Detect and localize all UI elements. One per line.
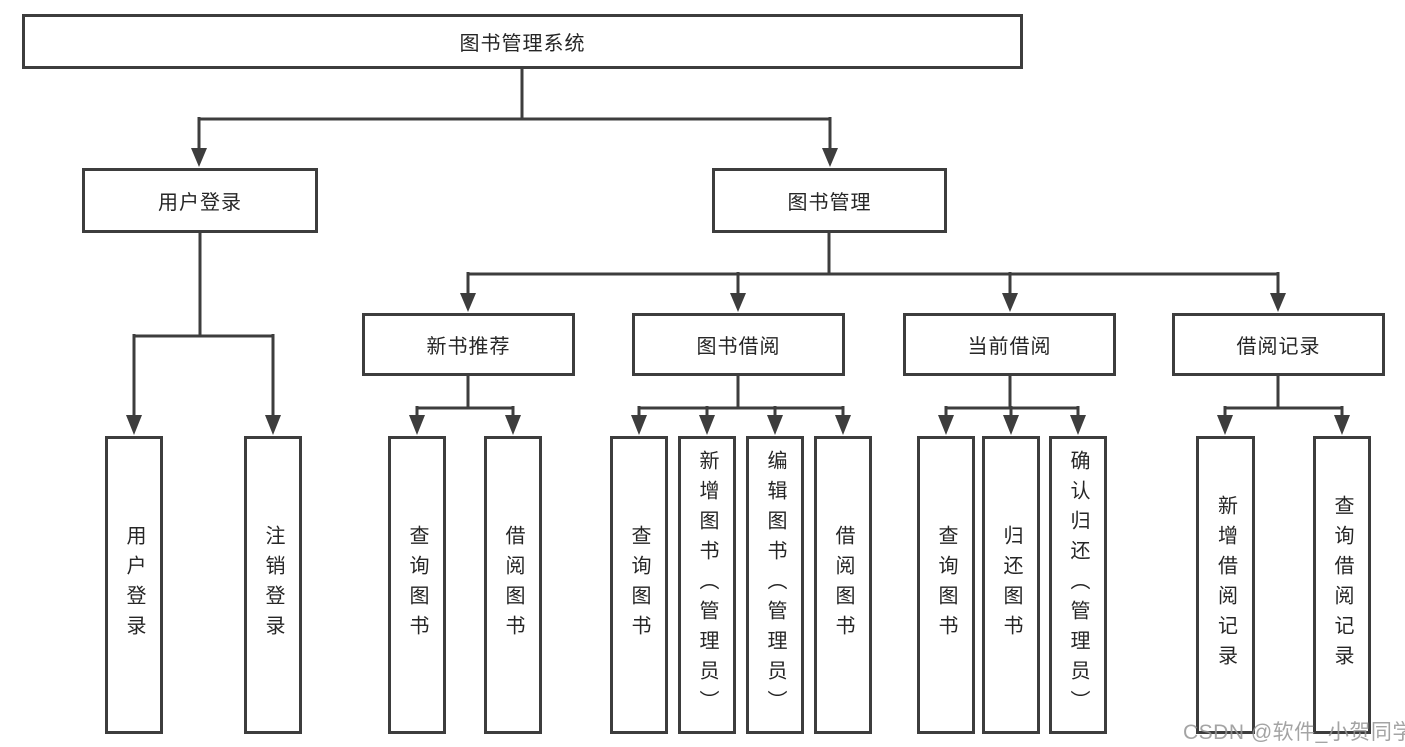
node-user-login-label: 用户登录 (158, 192, 242, 214)
node-leaf-logout-label: 注销登录 (262, 525, 284, 645)
node-leaf-query-books-recommend: 查询图书 (388, 436, 446, 734)
node-leaf-edit-book-admin-label: 编辑图书（管理员） (764, 450, 786, 720)
node-leaf-user-login-label: 用户登录 (123, 525, 145, 645)
node-leaf-query-books-recommend-label: 查询图书 (406, 525, 428, 645)
node-leaf-add-borrow-record-label: 新增借阅记录 (1214, 495, 1237, 675)
node-new-book-recommend: 新书推荐 (362, 313, 575, 376)
node-current-borrowing-label: 当前借阅 (967, 336, 1052, 358)
connector-lines (132, 68, 1344, 418)
node-book-management: 图书管理 (712, 168, 947, 233)
node-leaf-add-book-admin-label: 新增图书（管理员） (696, 450, 718, 720)
node-library-system-label: 图书管理系统 (459, 33, 586, 55)
node-leaf-add-borrow-record: 新增借阅记录 (1196, 436, 1255, 734)
node-borrowing-records: 借阅记录 (1172, 313, 1385, 376)
node-book-management-label: 图书管理 (787, 192, 872, 214)
node-user-login: 用户登录 (82, 168, 318, 233)
node-leaf-borrow-books-borrowing-label: 借阅图书 (832, 525, 854, 645)
node-library-system: 图书管理系统 (22, 14, 1023, 69)
node-leaf-edit-book-admin: 编辑图书（管理员） (746, 436, 804, 734)
node-new-book-recommend-label: 新书推荐 (426, 336, 511, 358)
node-leaf-user-login: 用户登录 (105, 436, 163, 734)
node-leaf-query-borrow-record-label: 查询借阅记录 (1331, 495, 1353, 675)
arrowheads (126, 148, 1350, 435)
node-leaf-query-books-borrowing-label: 查询图书 (628, 525, 650, 645)
node-leaf-confirm-return-admin-label: 确认归还（管理员） (1067, 450, 1089, 720)
node-leaf-borrow-books-recommend: 借阅图书 (484, 436, 542, 734)
watermark: CSDN @软件_小贺同学 (1183, 721, 1405, 744)
node-leaf-query-books-current: 查询图书 (917, 436, 975, 734)
node-leaf-return-books: 归还图书 (982, 436, 1040, 734)
node-leaf-logout: 注销登录 (244, 436, 302, 734)
node-leaf-query-books-current-label: 查询图书 (935, 525, 957, 645)
node-current-borrowing: 当前借阅 (903, 313, 1116, 376)
node-leaf-borrow-books-borrowing: 借阅图书 (814, 436, 872, 734)
node-leaf-return-books-label: 归还图书 (1000, 525, 1022, 645)
node-book-borrowing: 图书借阅 (632, 313, 845, 376)
node-leaf-query-borrow-record: 查询借阅记录 (1313, 436, 1371, 734)
node-leaf-confirm-return-admin: 确认归还（管理员） (1049, 436, 1107, 734)
node-borrowing-records-label: 借阅记录 (1236, 336, 1321, 358)
node-leaf-query-books-borrowing: 查询图书 (610, 436, 668, 734)
node-leaf-borrow-books-recommend-label: 借阅图书 (502, 525, 524, 645)
node-leaf-add-book-admin: 新增图书（管理员） (678, 436, 736, 734)
node-book-borrowing-label: 图书借阅 (696, 336, 781, 358)
